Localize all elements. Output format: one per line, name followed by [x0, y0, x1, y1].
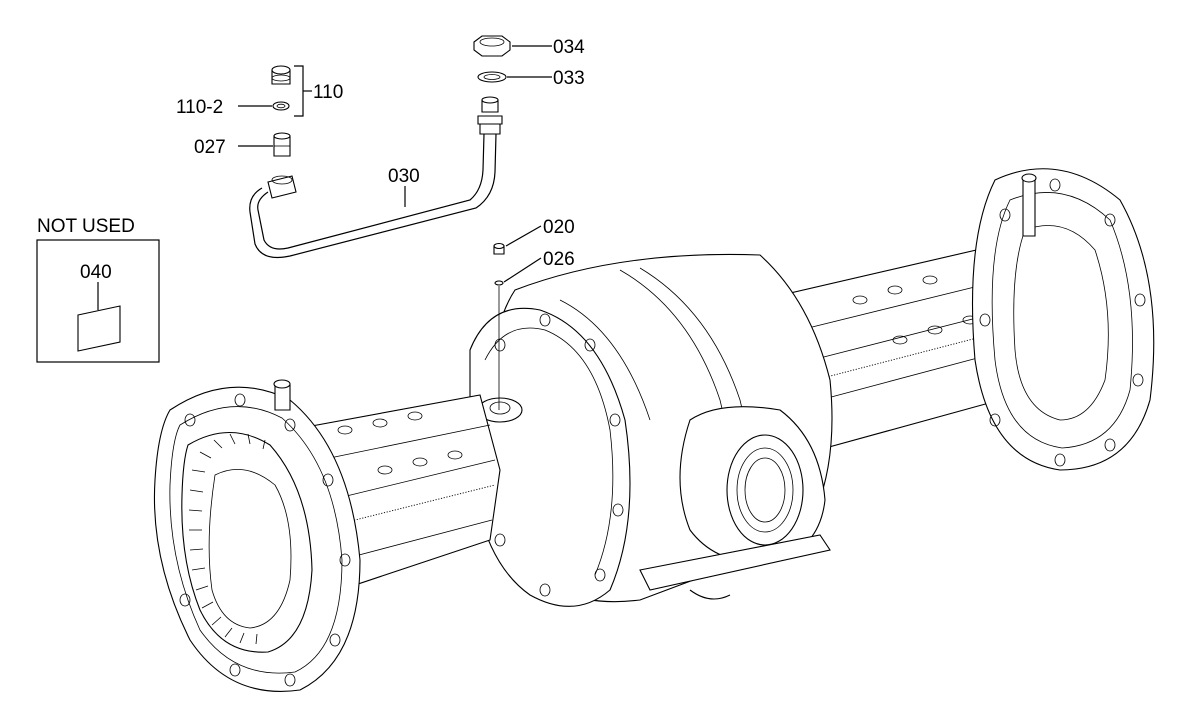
label-110: 110 [313, 82, 343, 103]
part-034-hex-nut: 034 [473, 35, 585, 58]
part-030-pipe: 030 [249, 96, 503, 259]
part-020-breather: 020 [493, 217, 575, 255]
not-used-label: NOT USED [37, 216, 135, 237]
ring-gear-teeth [188, 433, 266, 645]
label-027: 027 [194, 137, 226, 158]
left-flange-bolt-holes [179, 393, 351, 687]
part-033-washer: 033 [477, 68, 585, 89]
right-flange-bolt-holes [979, 178, 1146, 467]
left-tube-bolt-holes [337, 411, 463, 475]
part-026-seal-ring: 026 [494, 249, 575, 410]
label-110-2: 110-2 [176, 97, 223, 118]
right-tube-bolt-holes [852, 275, 978, 345]
label-030: 030 [388, 166, 420, 187]
part-110-2-oring: 110-2 [176, 97, 290, 118]
axle-housing [153, 168, 1155, 692]
part-027-adapter: 027 [194, 132, 291, 158]
label-033: 033 [553, 68, 585, 89]
part-110-fitting-kit: 110 [271, 65, 343, 117]
diff-flange-bolt-holes [494, 313, 624, 597]
part-040-plate [77, 305, 121, 352]
label-026: 026 [543, 249, 575, 270]
label-020: 020 [543, 217, 575, 238]
label-034: 034 [553, 37, 585, 58]
not-used-box: NOT USED 040 [36, 216, 160, 363]
label-040: 040 [80, 262, 112, 283]
